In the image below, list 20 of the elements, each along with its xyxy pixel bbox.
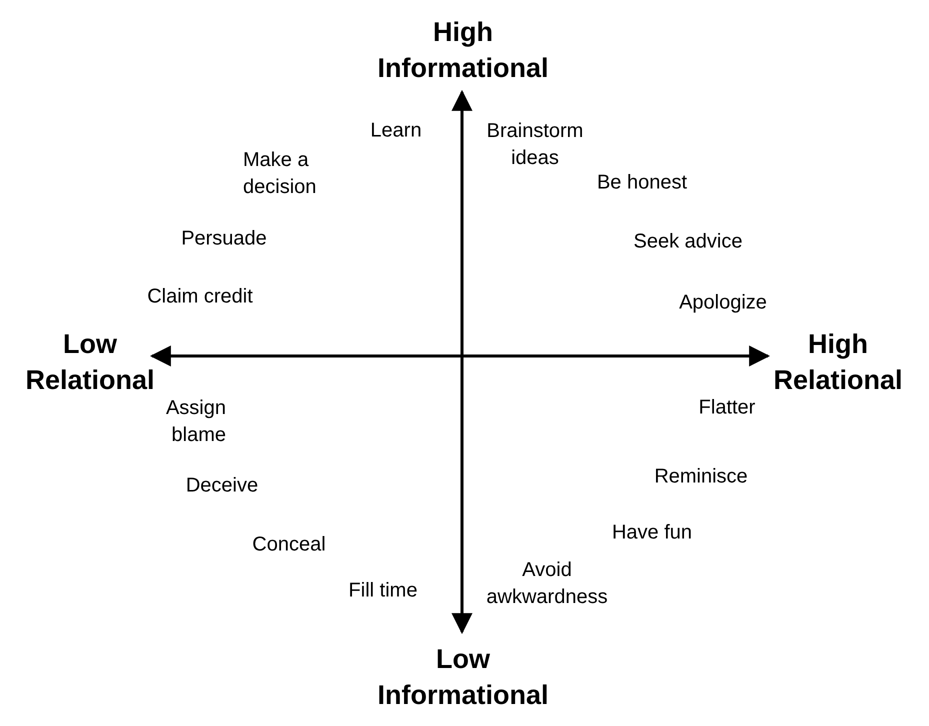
quadrant-label: Be honest xyxy=(596,170,688,196)
axis-label: High Relational xyxy=(772,328,904,397)
quadrant-label: Have fun xyxy=(612,520,692,546)
quadrant-label: Reminisce xyxy=(654,464,748,490)
axis-label: High Informational xyxy=(376,16,550,85)
quadrant-label: Learn xyxy=(370,118,422,144)
quadrant-label: Avoid awkwardness xyxy=(485,558,609,610)
quadrant-label: Conceal xyxy=(252,532,326,558)
quadrant-label: Brainstorm ideas xyxy=(486,119,584,171)
axis-label: Low Informational xyxy=(376,643,550,712)
quadrant-label: Flatter xyxy=(698,396,756,420)
quadrant-label: Deceive xyxy=(186,474,258,498)
quadrant-label: Make a decision xyxy=(243,148,318,200)
quadrant-label: Persuade xyxy=(181,226,267,252)
quadrant-label: Apologize xyxy=(679,290,767,316)
quadrant-label: Assign blame xyxy=(164,396,226,448)
quadrant-label: Fill time xyxy=(348,578,418,604)
quadrant-label: Seek advice xyxy=(634,230,742,254)
axis-label: Low Relational xyxy=(24,328,156,397)
quadrant-label: Claim credit xyxy=(147,284,253,310)
